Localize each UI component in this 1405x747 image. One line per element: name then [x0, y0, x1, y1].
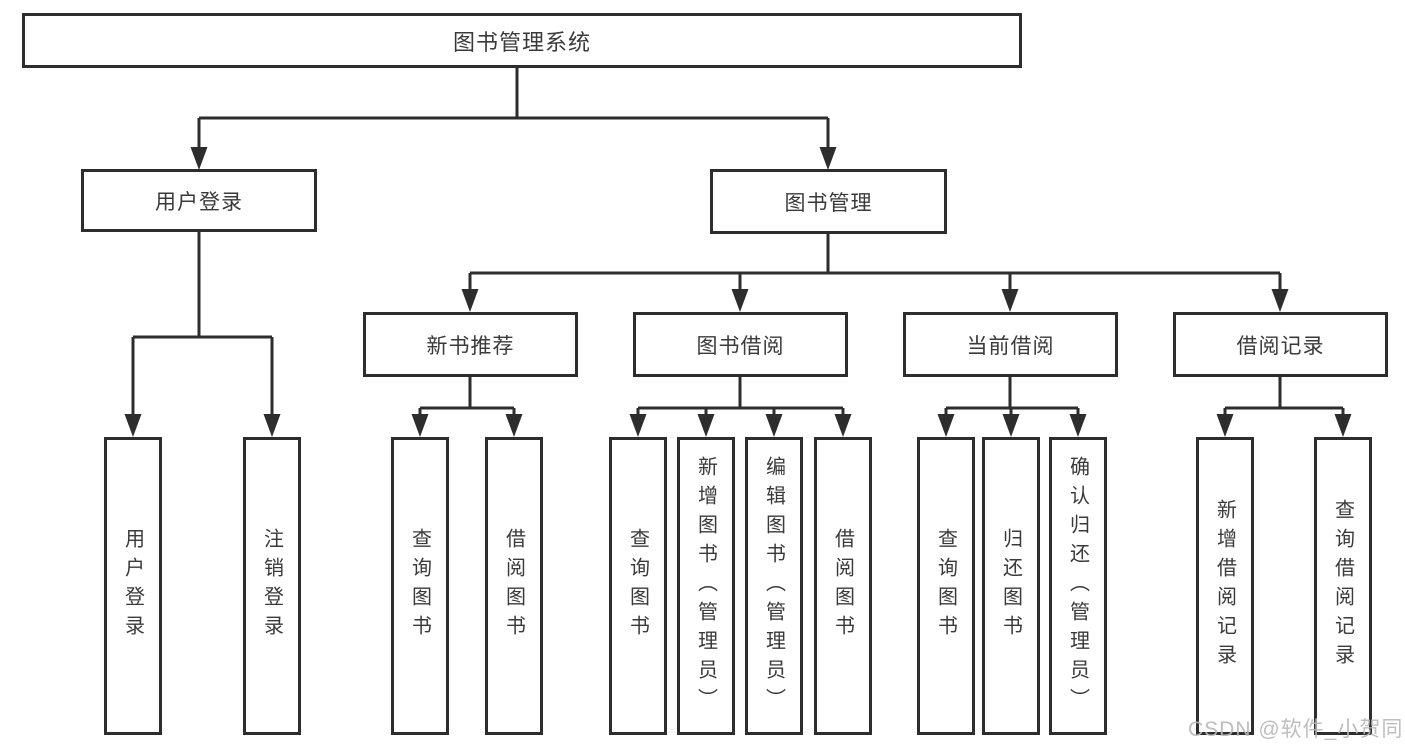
node-borrow-records-label: 借阅记录 [1236, 334, 1325, 358]
node-book-management: 图书管理 [710, 169, 947, 234]
leaf-records-add-record: 新增借阅记录 [1196, 437, 1254, 735]
arrowhead [263, 414, 281, 437]
arrowhead [190, 147, 208, 170]
arrowhead [461, 289, 479, 312]
leaf-recommend-borrow-books: 借阅图书 [485, 437, 543, 735]
leaf-borrow-edit-books: 编辑图书（管理员） [745, 437, 803, 735]
arrowhead [1001, 289, 1019, 312]
arrowhead [765, 414, 783, 437]
arrowhead [629, 414, 647, 437]
leaf-recommend-query-books-label: 查询图书 [408, 528, 431, 644]
leaf-logout: 注销登录 [243, 437, 301, 735]
leaf-current-confirm-return-label: 确认归还（管理员） [1066, 455, 1089, 717]
node-book-borrow: 图书借阅 [633, 312, 848, 377]
leaf-recommend-query-books: 查询图书 [391, 437, 449, 735]
arrowhead [697, 414, 715, 437]
leaf-current-return-books: 归还图书 [982, 437, 1040, 735]
leaf-borrow-lend-books: 借阅图书 [814, 437, 872, 735]
node-user-login: 用户登录 [81, 169, 317, 232]
arrowhead [731, 289, 749, 312]
node-library-management-system: 图书管理系统 [22, 13, 1022, 68]
arrowhead [834, 414, 852, 437]
leaf-current-return-books-label: 归还图书 [999, 528, 1022, 644]
arrowhead [937, 414, 955, 437]
leaf-current-query-books: 查询图书 [917, 437, 975, 735]
node-book-borrow-label: 图书借阅 [696, 334, 785, 358]
leaf-logout-label: 注销登录 [260, 528, 283, 644]
arrowhead [819, 147, 837, 170]
node-borrow-records: 借阅记录 [1173, 312, 1388, 377]
node-book-management-label: 图书管理 [784, 191, 873, 215]
node-current-borrow-label: 当前借阅 [966, 334, 1055, 358]
leaf-user-login: 用户登录 [104, 437, 162, 735]
leaf-current-query-books-label: 查询图书 [934, 528, 957, 644]
arrowhead [1216, 414, 1234, 437]
arrowhead [124, 414, 142, 437]
leaf-records-query-record: 查询借阅记录 [1314, 437, 1372, 735]
leaf-borrow-add-books-label: 新增图书（管理员） [694, 455, 717, 717]
node-new-book-recommend: 新书推荐 [363, 312, 578, 377]
leaf-records-query-record-label: 查询借阅记录 [1331, 499, 1354, 673]
node-user-login-label: 用户登录 [155, 190, 243, 214]
leaf-user-login-label: 用户登录 [121, 528, 144, 644]
csdn-watermark: CSDN @软件_小贺同学 [1188, 718, 1405, 741]
node-current-borrow: 当前借阅 [903, 312, 1118, 377]
arrowhead [1002, 414, 1020, 437]
leaf-borrow-add-books: 新增图书（管理员） [677, 437, 735, 735]
leaf-records-add-record-label: 新增借阅记录 [1213, 499, 1236, 673]
leaf-borrow-query-books: 查询图书 [609, 437, 667, 735]
leaf-current-confirm-return: 确认归还（管理员） [1049, 437, 1107, 735]
node-new-book-recommend-label: 新书推荐 [426, 334, 515, 358]
arrowhead [1334, 414, 1352, 437]
leaf-recommend-borrow-books-label: 借阅图书 [502, 528, 525, 644]
arrowhead [505, 414, 523, 437]
leaf-borrow-lend-books-label: 借阅图书 [831, 528, 854, 644]
arrowhead [411, 414, 429, 437]
leaf-borrow-query-books-label: 查询图书 [626, 528, 649, 644]
arrowhead [1271, 289, 1289, 312]
node-library-management-system-label: 图书管理系统 [452, 29, 591, 55]
arrowhead [1069, 414, 1087, 437]
leaf-borrow-edit-books-label: 编辑图书（管理员） [762, 455, 785, 717]
